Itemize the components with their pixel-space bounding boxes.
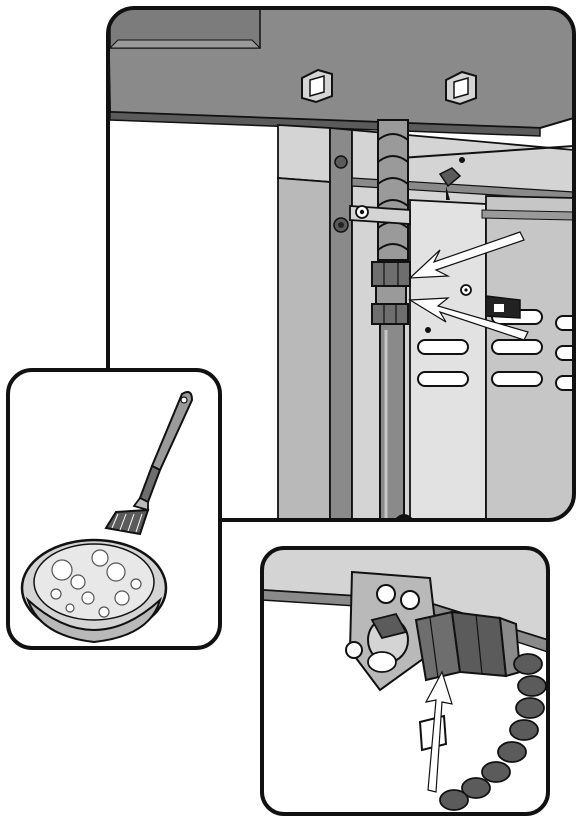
cabinet-left-wall: [278, 125, 352, 520]
hanging-bracket-right: [446, 72, 476, 104]
lower-fitting: [372, 304, 408, 324]
gas-hose: [378, 120, 408, 260]
hose-fitting: [416, 612, 520, 680]
hanging-bracket-left: [302, 70, 332, 102]
brush-inset-panel: [8, 370, 220, 648]
hose-clamp: [350, 206, 410, 224]
valve-inset-panel: [262, 548, 548, 814]
grill-top-slab: [108, 8, 574, 136]
upper-fitting: [372, 262, 410, 304]
